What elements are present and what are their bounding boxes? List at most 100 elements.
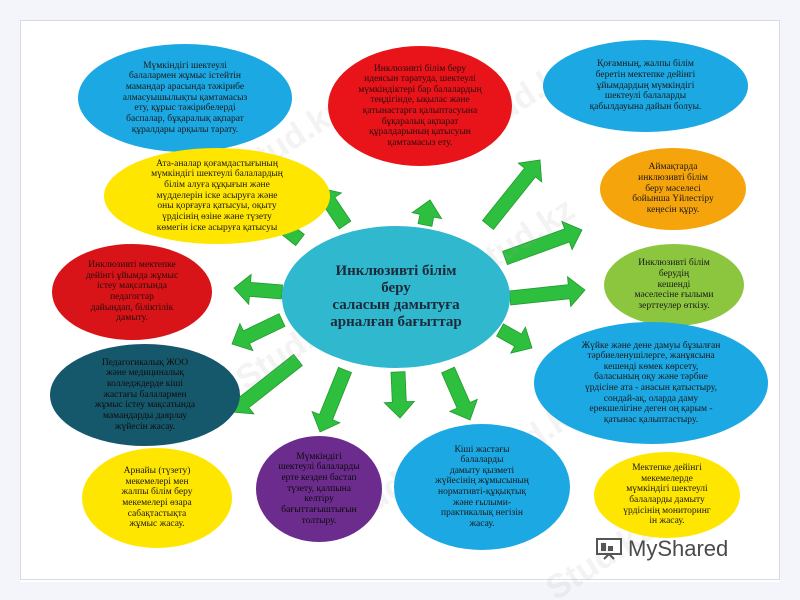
node-text-line: Ата-аналар қоғамдастығының — [156, 158, 278, 169]
node-text-line: келтіру — [304, 494, 334, 505]
direction-arrow — [231, 353, 303, 415]
node-text-line: құралдарының қатысуын — [369, 127, 471, 138]
node-text-line: жүйесінің жұмысының — [435, 476, 529, 487]
node-text-line: мекемелері өзара — [122, 498, 192, 508]
top-border — [0, 0, 800, 22]
node-text-line: және ғылыми- — [452, 497, 512, 508]
node-text-line: бұқаралық ақпарат — [381, 116, 459, 127]
node-text-line: Аймақтарда — [648, 162, 698, 173]
node-text-line: көмегін іске асыруға қатысуы — [156, 222, 278, 233]
node-text-line: оны қорғауға қатысуы, оқыту — [157, 201, 277, 212]
node-text-line: алмасуышылықты қамтамасыз — [122, 92, 248, 103]
node-text-line: баласының оқу және тәрбие — [594, 372, 708, 383]
node-text-line: мамандарды даярлау — [103, 410, 187, 421]
direction-arrow — [383, 371, 416, 419]
node-text-line: беретін мектепке дейінгі — [595, 70, 696, 81]
node-text-line: мүдделерін іске асыруға және — [156, 190, 278, 201]
node-text-line: Педагогикалық ЖОО — [101, 357, 189, 368]
node-text-line: істеу мақсатында — [97, 281, 167, 292]
node-text-line: Кіші жастағы — [454, 444, 510, 455]
direction-arrow — [411, 199, 443, 227]
center-topic-ellipse: Инклюзивті білім беру саласын дамытуға а… — [282, 226, 510, 368]
node-text-line: толтыру. — [301, 515, 337, 526]
node-text-line: шектеулі балаларды — [278, 462, 360, 473]
logo-text: MyShared — [628, 536, 729, 561]
node-text-line: ерте кезден бастап — [281, 473, 357, 484]
direction-arrow — [502, 220, 583, 266]
node-text-line: бойынша Үйлестіру — [632, 194, 714, 205]
node-text-line: шектеулі балаларды — [604, 91, 687, 102]
node-text-line: инклюзивті білім — [638, 173, 708, 184]
right-border — [780, 0, 800, 600]
node-text-line: кеңесін құру. — [646, 204, 700, 215]
node-text-line: балаларды дамыту — [629, 495, 705, 505]
node-text-line: түзету, қалпына — [287, 483, 351, 494]
node-text-line: колледждерде кіші — [106, 379, 184, 390]
node-text-line: берудің — [658, 269, 690, 280]
presentation-board-icon — [596, 538, 622, 560]
node-text-line: жүйесін жасау. — [114, 421, 176, 432]
node-text-line: ету, құрыс тәжірибелерді — [134, 103, 236, 114]
node-text-line: балаларды — [460, 455, 504, 466]
center-line: арналған бағыттар — [330, 314, 462, 331]
node-text-line: тәрбиеленушілерге, жанұясына — [587, 351, 715, 362]
node-text-line: Арнайы (түзету) — [123, 466, 191, 477]
direction-arrow — [508, 275, 586, 308]
node-text-line: білім алуға құқығын және — [164, 180, 270, 191]
bottom-border — [0, 582, 800, 600]
node-text-line: Инклюзивті мектепке — [88, 260, 176, 271]
node-text-line: жұмыс жасау. — [129, 519, 185, 530]
node-text-line: мүмкіндігі шектеулі балалардың — [151, 169, 283, 180]
node-text-line: Жүйке және дене дамуы бұзылған — [581, 340, 721, 351]
node-text-line: мекемелерде — [641, 473, 693, 484]
node-text-line: үрдісіне ата - анасын қатыстыру, — [584, 383, 717, 393]
node-text-line: қатынастарға қалыптасуына — [362, 106, 478, 116]
node-text-line: мекемелері мен — [125, 476, 189, 487]
center-topic-text: Инклюзивті білім беру саласын дамытуға а… — [330, 263, 462, 332]
node-text-line: теңдігінде, ықылас және — [370, 95, 470, 106]
direction-arrow — [311, 366, 353, 433]
node-text-line: үрдісінің мониторинг — [623, 505, 711, 516]
node-text-line: Мектепке дейінгі — [632, 463, 702, 474]
node-text-line: жасау. — [469, 518, 495, 529]
node-text-line: беру мәселесі — [645, 183, 701, 194]
direction-arrow — [441, 366, 478, 421]
node-text-line: мәселесіне ғылыми — [634, 290, 714, 301]
node-text-line: жұмыс істеу мақсатында — [94, 400, 196, 411]
direction-arrow — [233, 273, 284, 306]
node-text-line: және медициналық — [106, 368, 184, 379]
node-text-line: зерттеулер өткізу. — [638, 300, 710, 311]
direction-arrow — [496, 323, 533, 354]
node-text-line: педагогтар — [110, 292, 154, 302]
center-line: саласын дамытуға — [332, 297, 460, 313]
node-text-line: дамыту қызметі — [449, 465, 515, 476]
node-text-line: қабылдауына дайын болуы. — [589, 101, 702, 112]
node-text-line: мүмкіндігі шектеулі — [626, 484, 708, 495]
node-text-line: Мүмкіндігі — [296, 451, 342, 462]
node-text-line: үрдісінің өзіне және түзету — [162, 211, 272, 222]
node-text-line: құралдары арқылы тарату. — [131, 124, 239, 135]
node-text-line: ұйымдардың мүмкіндігі — [596, 80, 695, 91]
direction-arrow — [231, 313, 286, 352]
node-text-line: дайындап, біліктілік — [90, 302, 174, 313]
node-text-line: балалармен жұмыс істейтін — [129, 71, 241, 82]
